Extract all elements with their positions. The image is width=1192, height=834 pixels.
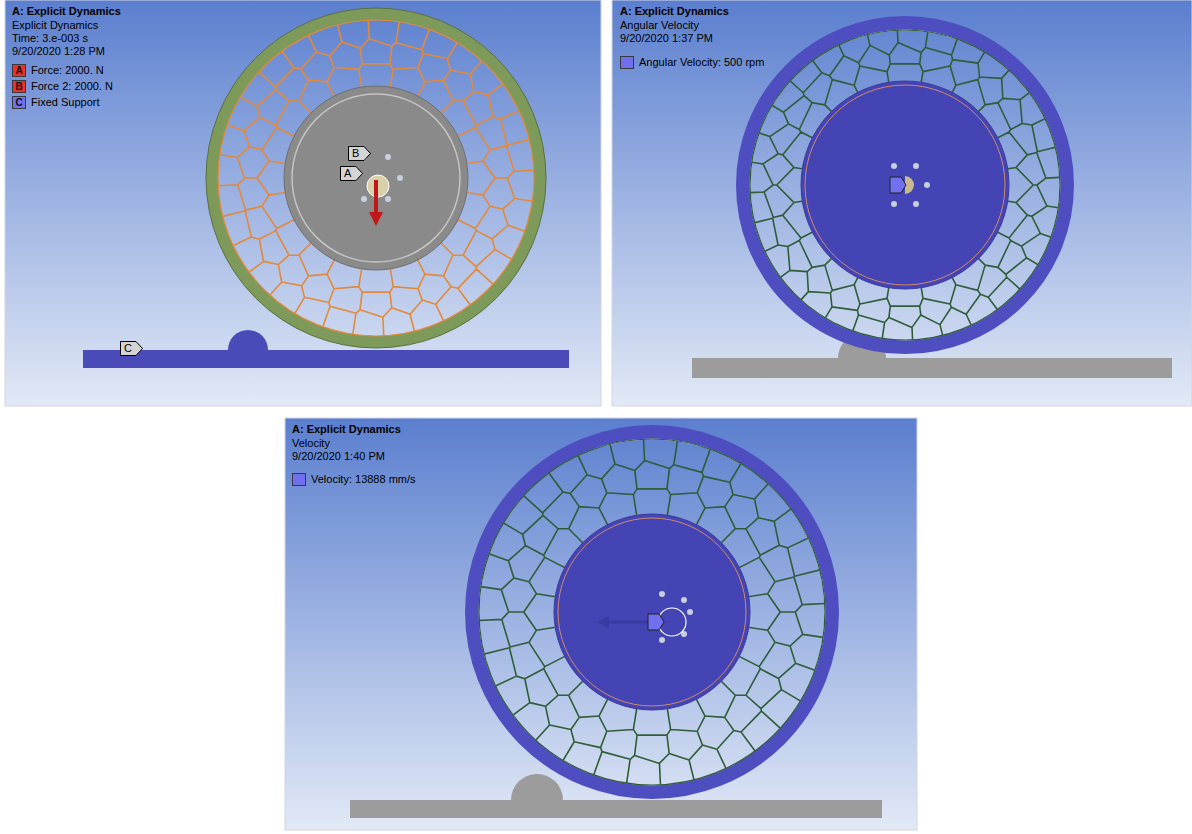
bolt-hole [913, 163, 919, 169]
legend-text: Velocity: 13888 mm/s [311, 473, 416, 486]
panel-title: A: Explicit Dynamics [620, 5, 729, 18]
hub-ring [292, 94, 460, 262]
panel-info: Time: 3.e-003 s [12, 32, 88, 45]
viewport-background [612, 0, 1192, 406]
mesh-lines [469, 429, 835, 795]
panel-info: 9/20/2020 1:37 PM [620, 32, 713, 45]
hub [284, 86, 468, 270]
bolt-hole [891, 163, 897, 169]
legend-row: B Force 2: 2000. N [12, 80, 113, 93]
bolt-holes [891, 163, 930, 207]
panel-title: A: Explicit Dynamics [12, 5, 121, 18]
panel-three [285, 418, 917, 830]
callout-flag: B [348, 146, 370, 161]
panel-two [612, 0, 1192, 406]
callout-letter: B [352, 147, 359, 159]
hub [554, 514, 750, 710]
panel-one [5, 0, 601, 406]
legend-text: Force 2: 2000. N [31, 80, 113, 93]
mesh-lines [208, 10, 544, 346]
tire-edge [750, 30, 1060, 340]
legend-swatch: A [12, 64, 26, 77]
velocity-arrowhead [597, 616, 609, 628]
hub [801, 81, 1009, 289]
spoke-mesh [469, 429, 835, 795]
bolt-hole [659, 591, 665, 597]
legend-swatch [620, 56, 634, 69]
spoke-mesh [740, 20, 1070, 350]
legend-text: Fixed Support [31, 96, 99, 109]
velocity-arrow [608, 621, 650, 624]
legend-text: Angular Velocity: 500 rpm [639, 56, 764, 69]
tire-edge [206, 8, 546, 348]
mesh-rim [479, 439, 825, 785]
legend-swatch [292, 473, 306, 486]
mesh-rim [218, 20, 534, 336]
hub-ring [805, 85, 1005, 285]
panel-info: Velocity [292, 437, 330, 450]
flag-outline [340, 166, 363, 181]
bolt-hole [659, 637, 665, 643]
swatch-letter: C [15, 97, 22, 108]
legend-swatch: B [12, 80, 26, 93]
bolt-hole [361, 196, 367, 202]
panel-info: 9/20/2020 1:28 PM [12, 45, 105, 58]
bolt-hole [397, 175, 403, 181]
bolt-holes [361, 154, 403, 202]
bolt-hole [913, 201, 919, 207]
callout-letter: A [344, 167, 351, 179]
flag-shape [341, 167, 363, 181]
force-arrowhead [369, 212, 383, 226]
bolt-hole [385, 196, 391, 202]
bolt-hole [687, 609, 693, 615]
bolt-hole [891, 201, 897, 207]
flag-shape [121, 342, 143, 356]
legend-text: Force: 2000. N [31, 64, 104, 77]
swatch-letter: A [15, 65, 22, 76]
bolt-hole [385, 154, 391, 160]
tire-ring [472, 432, 832, 792]
spoke-mesh [208, 10, 544, 346]
ground-plate [350, 800, 882, 818]
callout-flag: C [120, 341, 143, 356]
hub-ring [558, 518, 746, 706]
mesh-lines [740, 20, 1070, 350]
panel-title: A: Explicit Dynamics [292, 423, 401, 436]
legend-row: A Force: 2000. N [12, 64, 104, 77]
bolt-hole [681, 597, 687, 603]
legend-row: Angular Velocity: 500 rpm [620, 56, 764, 69]
bump [228, 330, 268, 350]
viewport-background [285, 418, 917, 830]
force-arrow [374, 180, 378, 214]
ground-plate [692, 358, 1172, 378]
callout-flag: A [340, 166, 362, 181]
legend-row: Velocity: 13888 mm/s [292, 473, 416, 486]
bump [511, 774, 563, 800]
flag-shape [349, 147, 371, 161]
panel-info: Explicit Dynamics [12, 19, 98, 32]
mesh-rim [750, 30, 1060, 340]
swatch-letter: B [15, 81, 22, 92]
flag-outline [348, 146, 371, 161]
viewport-background [5, 0, 601, 406]
tire-ring [743, 23, 1067, 347]
panel-info: 9/20/2020 1:40 PM [292, 450, 385, 463]
velocity-symbol [648, 614, 664, 630]
legend-row: C Fixed Support [12, 96, 99, 109]
legend-swatch: C [12, 96, 26, 109]
panel-info: Angular Velocity [620, 19, 699, 32]
bolt-hole [924, 182, 930, 188]
bolt-holes [659, 591, 693, 643]
tire-edge [479, 439, 825, 785]
callout-letter: C [124, 342, 132, 354]
velocity-symbol [890, 177, 906, 193]
ground-plate [83, 350, 569, 368]
